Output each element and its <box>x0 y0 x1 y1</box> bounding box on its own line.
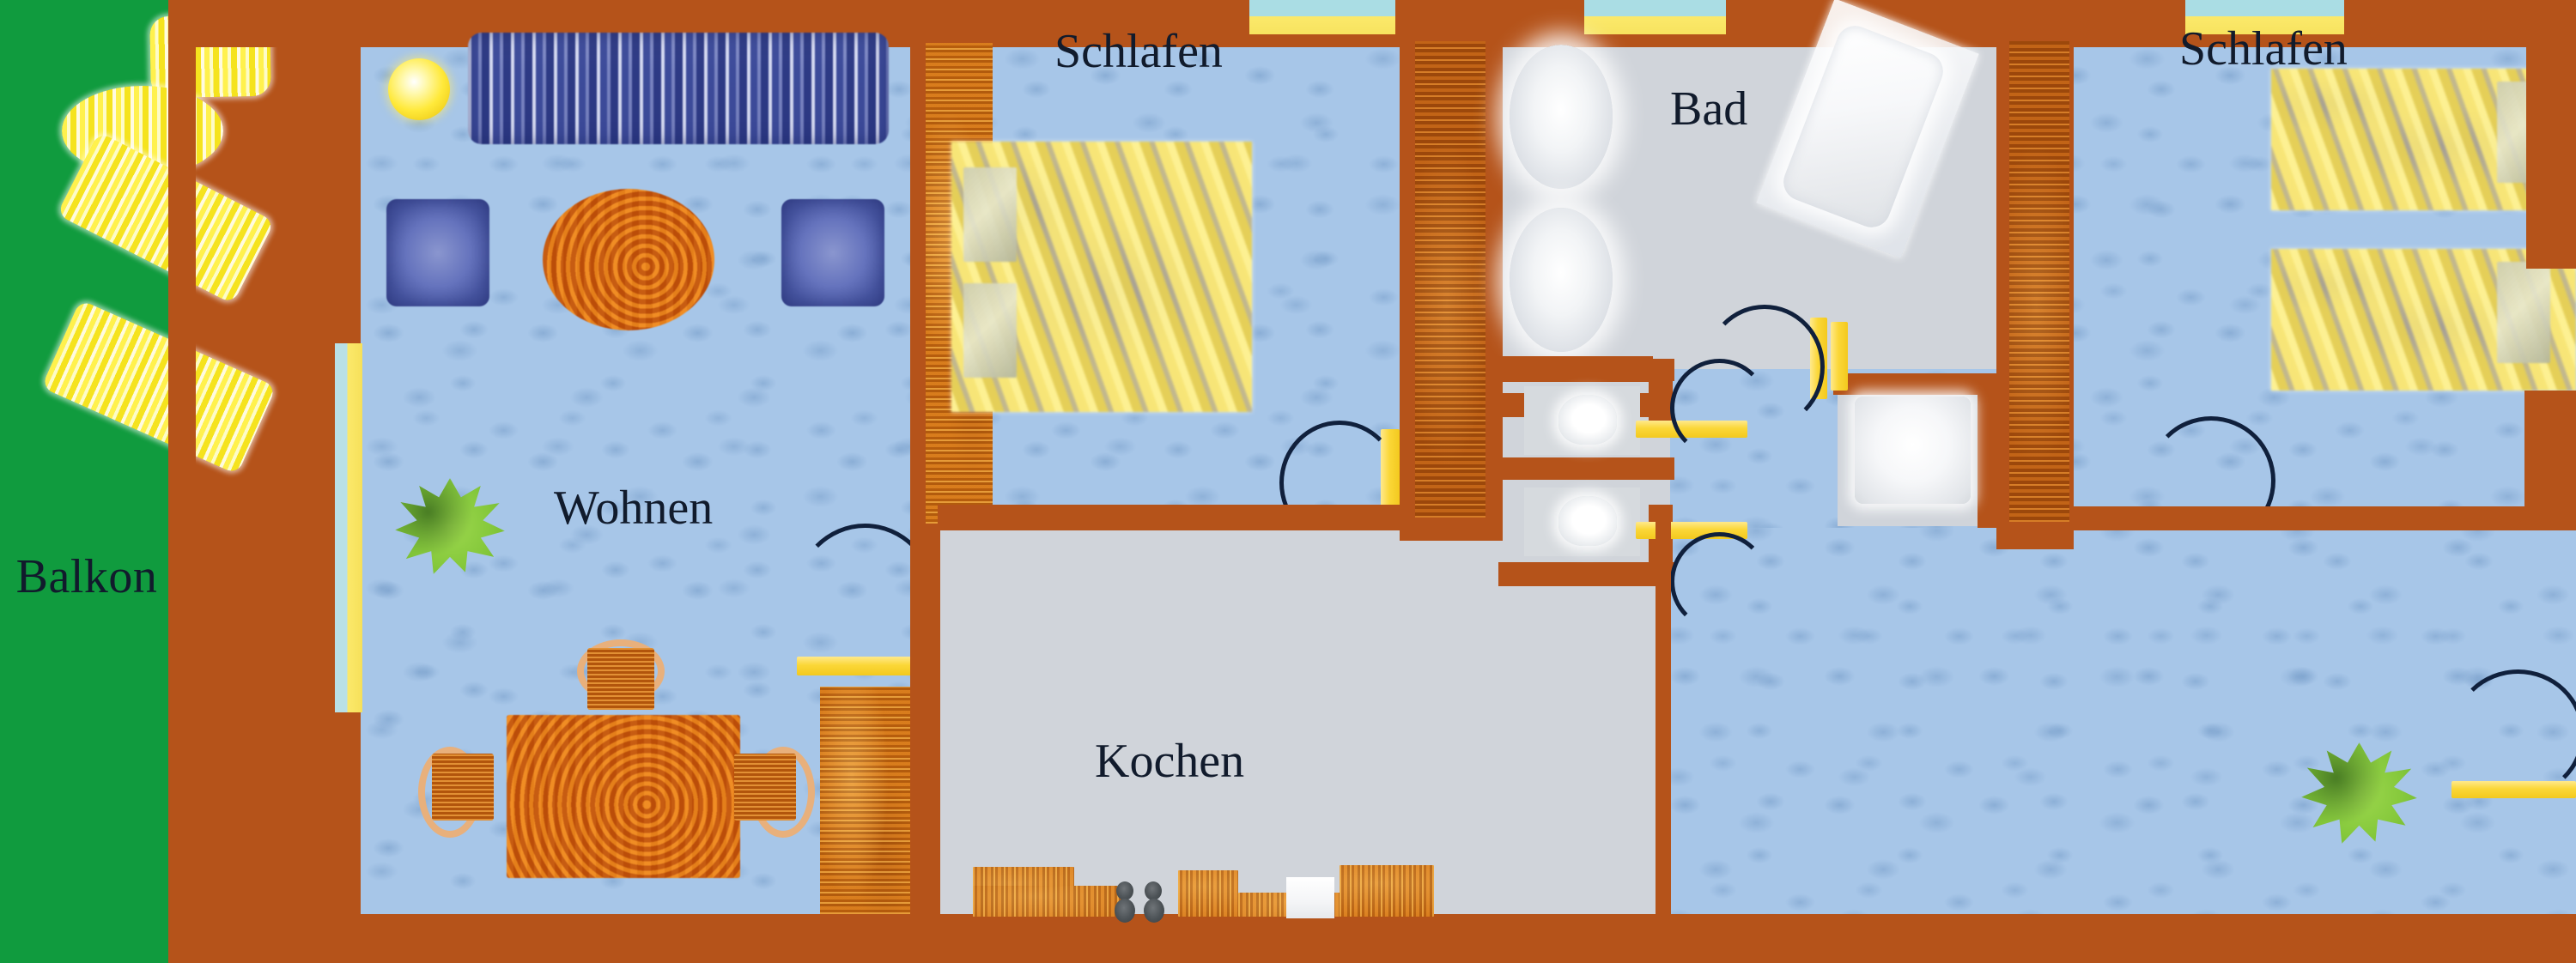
room-label-wohnen: Wohnen <box>554 482 714 535</box>
room-label-balkon: Balkon <box>15 550 158 603</box>
wardrobe-between[interactable] <box>1415 41 1485 518</box>
pillow-left <box>963 167 1017 262</box>
window-schlafen-rechts[interactable] <box>2185 0 2344 34</box>
wall-schlafen-rechts-right <box>2526 41 2576 269</box>
wall-bottom <box>168 914 2576 963</box>
room-label-schlafen-links: Schlafen <box>1054 25 1223 78</box>
armchair-right[interactable] <box>781 199 884 306</box>
door-schlafen-links-swing <box>1279 421 1400 545</box>
door-shower-sill[interactable] <box>1831 322 1848 391</box>
window-schlafen-links[interactable] <box>1249 0 1395 34</box>
kitchen-counter-mid[interactable] <box>1178 870 1238 917</box>
toilet-upper[interactable] <box>1558 395 1617 445</box>
wall-kochen-left <box>910 528 940 914</box>
door-schlafen-rechts-swing <box>2147 416 2275 545</box>
wall-wc-mid <box>1498 457 1674 480</box>
single-bed-lower[interactable] <box>2271 249 2576 391</box>
cooktop-burner-1[interactable] <box>1116 881 1133 900</box>
wardrobe-wohnen[interactable] <box>820 687 910 914</box>
wall-wc-upper-top <box>1498 359 1674 381</box>
toilet-lower[interactable] <box>1558 496 1617 546</box>
dining-chair-top[interactable] <box>587 648 654 710</box>
door-entry-right-swing <box>2451 669 2576 798</box>
washbasin-lower[interactable] <box>1510 208 1613 352</box>
wardrobe-schlafen-rechts-left[interactable] <box>2009 41 2069 522</box>
wall-kochen-flur <box>1656 519 1671 914</box>
cooktop-burner-2[interactable] <box>1145 881 1162 900</box>
door-bad-swing <box>1704 305 1825 429</box>
wall-wc-lower-bottom <box>1498 562 1674 586</box>
coffee-table[interactable] <box>543 189 714 330</box>
armchair-left[interactable] <box>386 199 489 306</box>
door-wc-upper-swing <box>1670 359 1769 457</box>
room-label-kochen: Kochen <box>1095 735 1245 788</box>
washbasin-upper[interactable] <box>1510 45 1613 189</box>
wall-shower-right <box>1978 373 1996 528</box>
wall-wc-upper-right <box>1649 359 1673 423</box>
room-label-bad: Bad <box>1670 82 1748 136</box>
kitchen-appliance[interactable] <box>1286 877 1334 918</box>
dining-chair-left[interactable] <box>432 754 494 821</box>
pillow-lower <box>2497 262 2550 363</box>
door-wc-lower-swing <box>1670 532 1769 631</box>
room-label-schlafen-rechts: Schlafen <box>2179 22 2348 76</box>
kitchen-counter-right[interactable] <box>1340 865 1434 917</box>
wall-schlafen-rechts-right2 <box>2524 391 2576 528</box>
room-flur[interactable] <box>1657 519 2576 914</box>
window-bad[interactable] <box>1584 0 1726 34</box>
shower-tray[interactable] <box>1855 397 1971 504</box>
pillow-right <box>963 283 1017 378</box>
balcony-door[interactable] <box>335 343 362 712</box>
kitchen-counter-left-ext[interactable] <box>973 886 1127 917</box>
sofa[interactable] <box>468 33 889 144</box>
cooktop-burner-4[interactable] <box>1144 899 1164 923</box>
cooktop-burner-3[interactable] <box>1115 899 1135 923</box>
dining-table[interactable] <box>507 715 740 878</box>
room-kochen[interactable] <box>936 524 1657 914</box>
wall-schlafen-rechts-bottom <box>2074 506 2576 530</box>
floor-lamp[interactable] <box>388 58 450 120</box>
wall-schlafen-links-bottom <box>938 505 1406 530</box>
wall-left <box>168 0 196 963</box>
dining-chair-right[interactable] <box>734 754 796 821</box>
wall-shower-top <box>1833 373 1996 395</box>
